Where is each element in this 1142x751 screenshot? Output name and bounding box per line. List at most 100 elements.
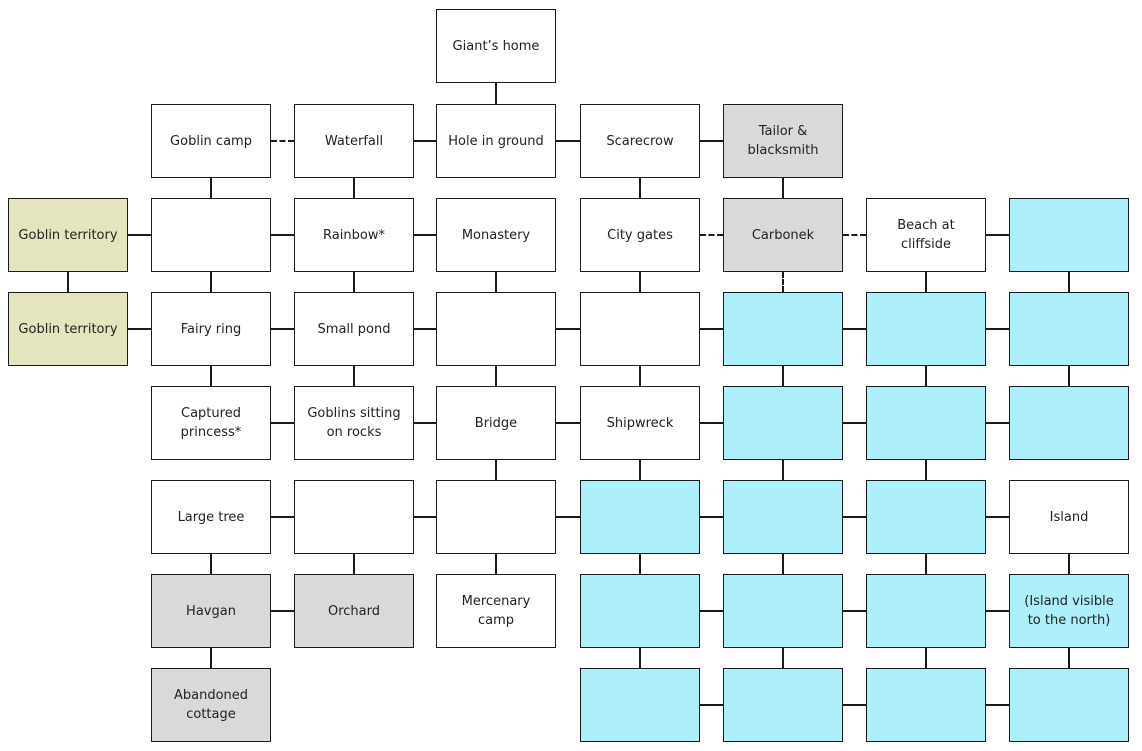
room-goblin-territory-1: Goblin territory xyxy=(8,198,128,272)
room-label: Waterfall xyxy=(324,133,384,149)
connector-scarecrow-to-tailor-blacksmith xyxy=(700,140,723,142)
room-label: City gates xyxy=(607,227,673,243)
room-small-pond: Small pond xyxy=(294,292,414,366)
connector-r2c7-to-r3c7 xyxy=(1068,272,1070,292)
connector-waterfall-to-rainbow xyxy=(353,178,355,198)
connector-r3c3-to-bridge xyxy=(495,366,497,386)
connector-captured-princess-to-goblins-on-rocks xyxy=(271,422,294,424)
connector-waterfall-to-hole-in-ground xyxy=(414,140,436,142)
room-label: Scarecrow xyxy=(606,133,674,149)
connector-r5c4-to-r5c5 xyxy=(700,516,723,518)
room-r3c5 xyxy=(723,292,843,366)
room-r5c4 xyxy=(580,480,700,554)
connector-r6c5-to-r6c6 xyxy=(843,610,866,612)
connector-shipwreck-to-r4c5 xyxy=(700,422,723,424)
connector-r6c6-to-island-visible xyxy=(986,610,1009,612)
connector-r5c6-to-r6c6 xyxy=(925,554,927,574)
room-abandoned-cottage: Abandoned cottage xyxy=(151,668,271,742)
connector-beach-cliffside-to-r2c7 xyxy=(986,234,1009,236)
room-label: Monastery xyxy=(461,227,531,243)
connector-r3c5-to-r4c5 xyxy=(782,366,784,386)
room-giants-home: Giant’s home xyxy=(436,9,556,83)
connector-r4c6-to-r5c6 xyxy=(925,460,927,480)
connector-goblins-on-rocks-to-bridge xyxy=(414,422,436,424)
room-label: (Island visible to the north) xyxy=(1024,594,1114,628)
connector-r5c2-to-orchard xyxy=(353,554,355,574)
room-r4c7 xyxy=(1009,386,1129,460)
room-shipwreck: Shipwreck xyxy=(580,386,700,460)
room-goblin-territory-2: Goblin territory xyxy=(8,292,128,366)
room-mercenary-camp: Mercenary camp xyxy=(436,574,556,648)
room-r3c7 xyxy=(1009,292,1129,366)
room-r2c7 xyxy=(1009,198,1129,272)
connector-r3c6-to-r4c6 xyxy=(925,366,927,386)
connector-r3c5-to-r3c6 xyxy=(843,328,866,330)
room-label: Shipwreck xyxy=(606,415,674,431)
room-tailor-blacksmith: Tailor & blacksmith xyxy=(723,104,843,178)
room-label: Havgan xyxy=(186,603,236,619)
connector-large-tree-to-havgan xyxy=(210,554,212,574)
connector-r5c5-to-r6c5 xyxy=(782,554,784,574)
room-monastery: Monastery xyxy=(436,198,556,272)
room-goblins-on-rocks: Goblins sitting on rocks xyxy=(294,386,414,460)
connector-scarecrow-to-city-gates xyxy=(639,178,641,198)
connector-r4c6-to-r4c7 xyxy=(986,422,1009,424)
room-havgan: Havgan xyxy=(151,574,271,648)
room-r7c6 xyxy=(866,668,986,742)
connector-city-gates-to-carbonek xyxy=(700,234,723,236)
room-r6c5 xyxy=(723,574,843,648)
connector-monastery-to-r3c3 xyxy=(495,272,497,292)
room-scarecrow: Scarecrow xyxy=(580,104,700,178)
connector-beach-cliffside-to-r3c6 xyxy=(925,272,927,292)
room-island-visible: (Island visible to the north) xyxy=(1009,574,1129,648)
connector-small-pond-to-goblins-on-rocks xyxy=(353,366,355,386)
connector-small-pond-to-r3c3 xyxy=(414,328,436,330)
room-r7c7 xyxy=(1009,668,1129,742)
room-label: Captured princess* xyxy=(180,406,242,440)
room-label: Mercenary camp xyxy=(461,594,531,628)
connector-large-tree-to-r5c2 xyxy=(271,516,294,518)
connector-havgan-to-abandoned-cottage xyxy=(210,648,212,668)
room-label: Abandoned cottage xyxy=(173,688,249,722)
room-label: Rainbow* xyxy=(323,227,385,243)
room-orchard: Orchard xyxy=(294,574,414,648)
connector-island-to-island-visible xyxy=(1068,554,1070,574)
room-label: Goblins sitting on rocks xyxy=(307,406,401,440)
connector-goblin-territory-1-to-r2c1 xyxy=(128,234,151,236)
connector-r5c3-to-mercenary-camp xyxy=(495,554,497,574)
connector-goblin-territory-1-to-goblin-territory-2 xyxy=(67,272,69,292)
room-fairy-ring: Fairy ring xyxy=(151,292,271,366)
connector-goblin-territory-2-to-fairy-ring xyxy=(128,328,151,330)
room-label: Large tree xyxy=(177,509,245,525)
connector-bridge-to-r5c3 xyxy=(495,460,497,480)
room-label: Tailor & blacksmith xyxy=(747,124,819,158)
connector-r5c3-to-r5c4 xyxy=(556,516,580,518)
room-label: Orchard xyxy=(327,603,380,619)
room-r6c4 xyxy=(580,574,700,648)
connector-r6c5-to-r7c5 xyxy=(782,648,784,668)
room-label: Giant’s home xyxy=(452,38,540,54)
connector-r3c3-to-r3c4 xyxy=(556,328,580,330)
room-label: Goblin camp xyxy=(170,133,252,149)
connector-r2c1-to-rainbow xyxy=(271,234,294,236)
room-label: Small pond xyxy=(317,321,391,337)
room-label: Bridge xyxy=(474,415,518,431)
room-r5c3 xyxy=(436,480,556,554)
connector-r5c4-to-r6c4 xyxy=(639,554,641,574)
connector-r4c5-to-r4c6 xyxy=(843,422,866,424)
connector-r3c4-to-shipwreck xyxy=(639,366,641,386)
room-hole-in-ground: Hole in ground xyxy=(436,104,556,178)
connector-r5c6-to-island xyxy=(986,516,1009,518)
connector-r3c6-to-r3c7 xyxy=(986,328,1009,330)
connector-r3c7-to-r4c7 xyxy=(1068,366,1070,386)
room-large-tree: Large tree xyxy=(151,480,271,554)
room-r4c5 xyxy=(723,386,843,460)
room-waterfall: Waterfall xyxy=(294,104,414,178)
connector-r5c5-to-r5c6 xyxy=(843,516,866,518)
room-label: Island xyxy=(1049,509,1089,525)
room-carbonek: Carbonek xyxy=(723,198,843,272)
room-r5c6 xyxy=(866,480,986,554)
room-city-gates: City gates xyxy=(580,198,700,272)
room-rainbow: Rainbow* xyxy=(294,198,414,272)
room-r2c1 xyxy=(151,198,271,272)
